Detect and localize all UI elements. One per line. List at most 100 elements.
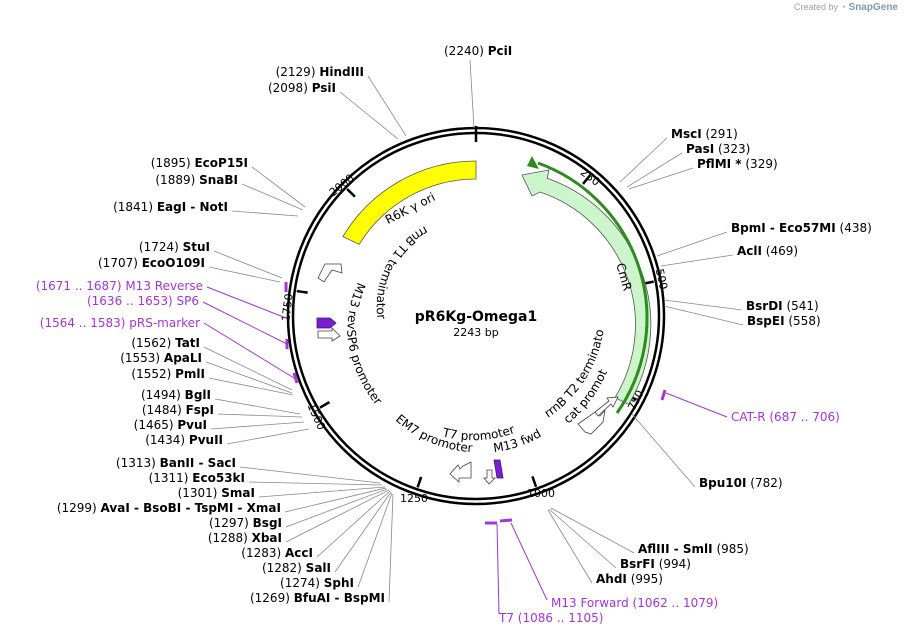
m13-fwd-marker[interactable] [493,459,504,479]
enzyme-bsgi-name: BsgI [253,516,282,530]
enzyme-acli-label[interactable]: AclI (469) [737,244,798,258]
enzyme-snabi-label[interactable]: (1889) SnaBI [155,173,238,187]
enzyme-bsrfi-label[interactable]: BsrFI (994) [620,557,691,571]
em7-promoter-arrow[interactable] [449,461,472,483]
primer-m13-forward-label[interactable]: M13 Forward (1062 .. 1079) [551,596,718,610]
enzyme-fspi-leader [217,413,303,418]
enzyme-pvuii-label[interactable]: (1434) PvuII [145,433,223,447]
enzyme-bpu10i-label[interactable]: Bpu10I (782) [699,476,783,490]
enzyme-sali-name: SalI [306,561,331,575]
enzyme-fspi-position: (1484) [142,403,186,417]
enzyme-banii-saci-label[interactable]: (1313) BanII - SacI [116,456,236,470]
leader-lines [202,59,744,615]
r6k-ori-feature[interactable] [342,160,477,245]
primer-sp6-label[interactable]: (1636 .. 1653) SP6 [87,294,199,308]
enzyme-avai-bsobi-tspmi-xmai-label[interactable]: (1299) AvaI - BsoBI - TspMI - XmaI [57,501,281,515]
enzyme-afliii-smli-label[interactable]: AflIII - SmlI (985) [638,542,749,556]
snapgene-logo-icon: ◔ [840,2,847,12]
tick-label-500: 500 [653,268,670,291]
enzyme-eagi-noti-label[interactable]: (1841) EagI - NotI [113,200,228,214]
enzyme-eco53ki-position: (1311) [149,471,193,485]
cmr-outline-head [527,156,539,169]
enzyme-bgli-name: BglI [185,388,211,402]
primer-t7-range: (1086 .. 1105) [514,611,604,625]
enzyme-bgli-label[interactable]: (1494) BglI [141,388,211,402]
enzyme-bfuai-bspmi-label[interactable]: (1269) BfuAI - BspMI [250,591,385,605]
primer-sp6-name: SP6 [177,294,200,308]
cat-promoter-arrow[interactable] [594,396,619,417]
primer-cat-r-name: CAT-R [731,410,766,424]
enzyme-pvui-label[interactable]: (1465) PvuI [134,418,207,432]
rrnb-t1-arrow[interactable] [317,263,343,283]
enzyme-ecoo109i-label[interactable]: (1707) EcoO109I [98,256,205,270]
enzyme-apali-leader [205,361,293,394]
enzyme-bpmi-eco57mi-label[interactable]: BpmI - Eco57MI (438) [731,221,872,235]
enzyme-ahdi-label[interactable]: AhdI (995) [596,572,663,586]
enzyme-smai-label[interactable]: (1301) SmaI [178,486,255,500]
enzyme-hindiii-name: HindIII [319,65,364,79]
enzyme-stui-name: StuI [183,240,210,254]
enzyme-pasi-label[interactable]: PasI (323) [686,142,750,156]
primer-m13-reverse-leader [206,286,287,319]
enzyme-smai-position: (1301) [178,486,222,500]
primer-prs-marker-label[interactable]: (1564 .. 1583) pRS-marker [40,316,200,330]
m13-rev-label-path: M13 rev [344,281,368,330]
enzyme-ecop15i-label[interactable]: (1895) EcoP15I [151,156,248,170]
primer-prs-marker-name: pRS-marker [129,316,200,330]
primer-m13-reverse-label[interactable]: (1671 .. 1687) M13 Reverse [36,279,203,293]
m13-rev-marker[interactable] [316,317,337,329]
tick-label-1750: 1750 [279,293,295,322]
enzyme-bsrdi-position: (541) [783,299,819,313]
credit-brand: SnapGene [848,2,898,13]
enzyme-ahdi-leader [547,509,593,584]
enzyme-xbai-leader [285,489,390,543]
enzyme-acci-label[interactable]: (1283) AccI [241,546,313,560]
enzyme-bsrdi-label[interactable]: BsrDI (541) [746,299,819,313]
enzyme-tati-label[interactable]: (1562) TatI [131,336,200,350]
enzyme-pmli-label[interactable]: (1552) PmlI [131,367,205,381]
enzyme-pvuii-leader [226,428,310,445]
enzyme-hindiii-label[interactable]: (2129) HindIII [276,65,364,79]
enzyme-apali-name: ApaLI [164,351,202,365]
tick-label-1250: 1250 [400,492,428,505]
primer-bar-prs-marker [292,372,299,384]
enzyme-apali-label[interactable]: (1553) ApaLI [120,351,202,365]
enzyme-acli-leader [660,254,734,267]
sp6-promoter-arrow[interactable] [317,327,341,342]
enzyme-stui-label[interactable]: (1724) StuI [139,240,210,254]
rrnb-t2-label-path: rrnB T2 terminator [0,0,607,420]
enzyme-acli-position: (469) [762,244,798,258]
enzyme-bfuai-bspmi-leader [388,493,394,603]
primer-t7-label[interactable]: T7 (1086 .. 1105) [498,611,603,625]
enzyme-msci-label[interactable]: MscI (291) [671,127,738,141]
enzyme-bspei-position: (558) [785,314,821,328]
enzyme-sphi-label[interactable]: (1274) SphI [280,576,354,590]
primer-cat-r-label[interactable]: CAT-R (687 .. 706) [731,410,840,424]
enzyme-pcii-label[interactable]: (2240) PciI [444,44,512,58]
primer-sp6-leader [202,301,288,345]
enzyme-xbai-label[interactable]: (1288) XbaI [208,531,282,545]
enzyme-bsgi-label[interactable]: (1297) BsgI [209,516,282,530]
t7-promoter-arrow[interactable] [483,469,496,485]
enzyme-bgli-position: (1494) [141,388,185,402]
enzyme-avai-bsobi-tspmi-xmai-position: (1299) [57,501,101,515]
enzyme-bsrfi-leader [548,508,617,569]
enzyme-eagi-noti-position: (1841) [113,200,157,214]
enzyme-sali-label[interactable]: (1282) SalI [262,561,331,575]
enzyme-stui-position: (1724) [139,240,183,254]
enzyme-pcii-position: (2240) [444,44,488,58]
enzyme-fspi-label[interactable]: (1484) FspI [142,403,214,417]
enzyme-psii-label[interactable]: (2098) PsiI [268,81,336,95]
enzyme-ecoo109i-name: EcoO109I [142,256,205,270]
enzyme-smai-name: SmaI [221,486,255,500]
enzyme-pflmi-label[interactable]: PflMI * (329) [697,157,778,171]
enzyme-bspei-label[interactable]: BspEI (558) [747,314,821,328]
tick-1750 [296,289,308,294]
primer-m13-reverse-range: (1671 .. 1687) [36,279,126,293]
enzyme-afliii-smli-position: (985) [713,542,749,556]
enzyme-hindiii-position: (2129) [276,65,320,79]
enzyme-xbai-name: XbaI [252,531,282,545]
enzyme-sphi-position: (1274) [280,576,324,590]
enzyme-eco53ki-label[interactable]: (1311) Eco53kI [149,471,245,485]
enzyme-acli-name: AclI [737,244,762,258]
